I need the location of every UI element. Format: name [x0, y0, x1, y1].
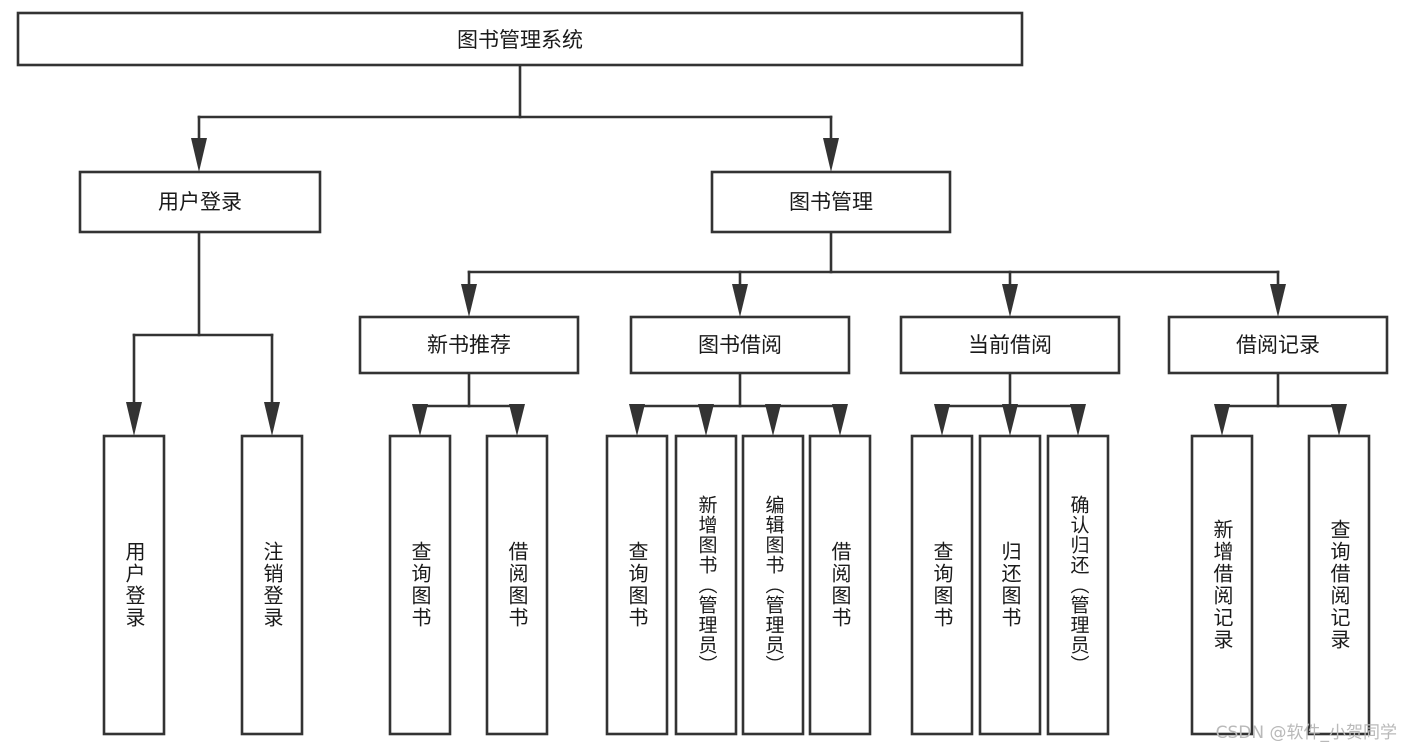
node-user-login-label: 用户登录: [158, 190, 242, 214]
node-borrow-record-box[interactable]: [1167, 315, 1389, 375]
arrowhead-borrowrecord: [1270, 284, 1286, 317]
node-leaf-4-box[interactable]: [485, 434, 549, 736]
node-leaf-8-box[interactable]: [808, 434, 872, 736]
node-user-login-box[interactable]: [78, 170, 322, 234]
node-borrow-record[interactable]: 借阅记录: [1167, 315, 1389, 375]
arrowhead-leaf-5: [629, 404, 645, 436]
arrowhead-leaf-13: [1331, 404, 1347, 436]
arrowhead-bookborrow: [732, 284, 748, 317]
node-new-book-rec-box[interactable]: [358, 315, 580, 375]
arrowhead-leaf-11: [1070, 404, 1086, 436]
arrowhead-leaf-8: [832, 404, 848, 436]
node-borrow-record-label: 借阅记录: [1236, 333, 1320, 357]
node-leaf-12-box[interactable]: [1190, 434, 1254, 736]
connector-group-user-login: [126, 230, 280, 436]
arrowhead-leaf-12: [1214, 404, 1230, 436]
arrowhead-bookmanage: [823, 138, 839, 172]
node-book-borrow-label: 图书借阅: [698, 333, 782, 357]
node-leaf-11-box[interactable]: [1046, 434, 1110, 736]
arrowhead-newbookrec: [461, 284, 477, 317]
node-new-book-rec-label: 新书推荐: [427, 333, 511, 357]
connector-group-root: [191, 63, 839, 172]
node-root-label: 图书管理系统: [457, 28, 583, 52]
node-leaf-2-box[interactable]: [240, 434, 304, 736]
connector-group-new-book-rec: [412, 371, 525, 436]
node-leaf-7-box[interactable]: [741, 434, 805, 736]
node-book-manage-box[interactable]: [710, 170, 952, 234]
node-root-box[interactable]: [16, 11, 1024, 67]
node-current-borrow-box[interactable]: [899, 315, 1121, 375]
connector-group-book-manage: [461, 230, 1286, 317]
arrowhead-currentborrow: [1002, 284, 1018, 317]
node-book-manage-label: 图书管理: [789, 190, 873, 214]
connector-group-borrow-record: [1214, 371, 1347, 436]
watermark-text: CSDN @软件_小贺同学: [1215, 723, 1397, 743]
arrowhead-leaf-3: [412, 404, 428, 436]
node-leaf-5-box[interactable]: [605, 434, 669, 736]
node-book-manage[interactable]: 图书管理: [710, 170, 952, 234]
leaf-boxes: [102, 434, 1371, 736]
node-leaf-3-box[interactable]: [388, 434, 452, 736]
arrowhead-leaf-6: [698, 404, 714, 436]
node-new-book-rec[interactable]: 新书推荐: [358, 315, 580, 375]
node-leaf-10-box[interactable]: [978, 434, 1042, 736]
arrowhead-userlogin: [191, 138, 207, 172]
node-user-login[interactable]: 用户登录: [78, 170, 322, 234]
node-leaf-6-box[interactable]: [674, 434, 738, 736]
node-current-borrow[interactable]: 当前借阅: [899, 315, 1121, 375]
node-book-borrow[interactable]: 图书借阅: [629, 315, 851, 375]
node-current-borrow-label: 当前借阅: [968, 333, 1052, 357]
arrowhead-leaf-9: [934, 404, 950, 436]
arrowhead-leaf-10: [1002, 404, 1018, 436]
arrowhead-leaf-7: [765, 404, 781, 436]
node-leaf-1-box[interactable]: [102, 434, 166, 736]
arrowhead-leaf-4: [509, 404, 525, 436]
node-leaf-13-box[interactable]: [1307, 434, 1371, 736]
arrowhead-leaf-1: [126, 402, 142, 436]
arrowhead-leaf-2: [264, 402, 280, 436]
connector-group-current-borrow: [934, 371, 1086, 436]
node-book-borrow-box[interactable]: [629, 315, 851, 375]
connector-group-book-borrow: [629, 371, 848, 436]
node-leaf-9-box[interactable]: [910, 434, 974, 736]
node-root[interactable]: 图书管理系统: [16, 11, 1024, 67]
